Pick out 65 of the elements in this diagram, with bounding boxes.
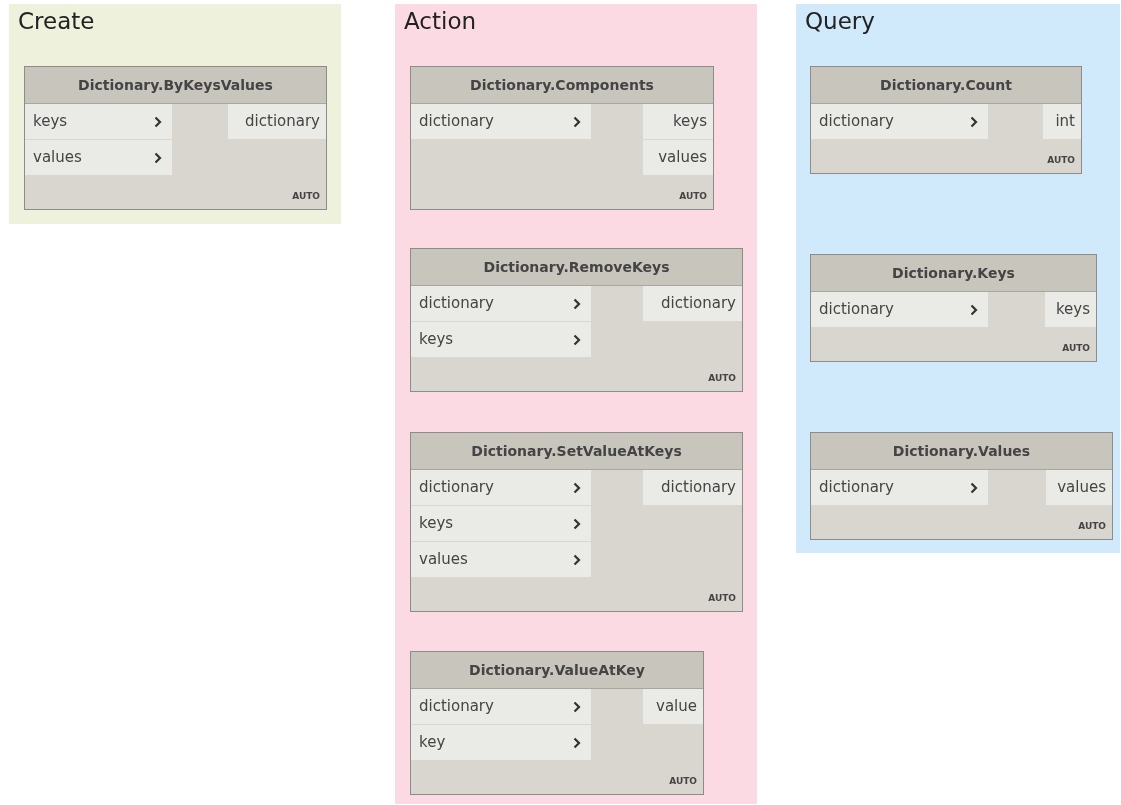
function-node: [410, 651, 704, 795]
function-node: [410, 66, 714, 210]
port-name: keys: [419, 513, 454, 534]
output-port: keys: [1045, 292, 1096, 327]
input-port: [411, 104, 591, 139]
port-name: dictionary: [419, 477, 494, 498]
lacing-label: AUTO: [1078, 521, 1106, 531]
input-port: [411, 506, 591, 541]
port-name: keys: [419, 329, 454, 350]
input-port: [411, 470, 591, 505]
node-title: Dictionary.ByKeysValues: [25, 67, 326, 104]
node-title: Dictionary.SetValueAtKeys: [411, 433, 742, 470]
output-port: dictionary: [643, 470, 742, 505]
category-title: Create: [18, 8, 95, 34]
function-node: [410, 248, 743, 392]
output-port: int: [1043, 104, 1081, 139]
input-port: [411, 542, 591, 577]
lacing-label: AUTO: [292, 191, 320, 201]
port-name: values: [419, 549, 468, 570]
node-title: Dictionary.Values: [811, 433, 1112, 470]
input-port: [811, 470, 988, 505]
port-name: dictionary: [819, 299, 894, 320]
port-name: dictionary: [419, 111, 494, 132]
category-panel: [9, 4, 341, 224]
output-port: value: [643, 689, 703, 724]
node-title: Dictionary.RemoveKeys: [411, 249, 742, 286]
output-port: dictionary: [228, 104, 326, 139]
input-port: [811, 292, 988, 327]
node-title: Dictionary.Count: [811, 67, 1081, 104]
port-name: dictionary: [819, 477, 894, 498]
function-node: [810, 254, 1097, 362]
port-name: keys: [33, 111, 68, 132]
lacing-label: AUTO: [1047, 155, 1075, 165]
node-title: Dictionary.Components: [411, 67, 713, 104]
port-name: key: [419, 732, 446, 753]
node-title: Dictionary.Keys: [811, 255, 1096, 292]
function-node: [410, 432, 743, 612]
lacing-label: AUTO: [669, 776, 697, 786]
function-node: [24, 66, 327, 210]
node-title: Dictionary.ValueAtKey: [411, 652, 703, 689]
input-port: [411, 322, 591, 357]
input-port: [25, 140, 172, 175]
output-port: dictionary: [643, 286, 742, 321]
output-port: keys: [643, 104, 713, 139]
input-port: [411, 689, 591, 724]
category-panel: [395, 4, 757, 804]
port-name: dictionary: [419, 293, 494, 314]
input-port: [411, 286, 591, 321]
function-node: [810, 432, 1113, 540]
port-name: values: [33, 147, 82, 168]
port-name: dictionary: [819, 111, 894, 132]
input-port: [811, 104, 988, 139]
input-port: [411, 725, 591, 760]
output-port: values: [1046, 470, 1112, 505]
port-name: dictionary: [419, 696, 494, 717]
lacing-label: AUTO: [1062, 343, 1090, 353]
lacing-label: AUTO: [708, 373, 736, 383]
category-panel: [796, 4, 1120, 553]
function-node: [810, 66, 1082, 174]
lacing-label: AUTO: [708, 593, 736, 603]
input-port: [25, 104, 172, 139]
lacing-label: AUTO: [679, 191, 707, 201]
category-title: Query: [805, 8, 875, 34]
category-title: Action: [404, 8, 477, 34]
output-port: values: [643, 140, 713, 175]
